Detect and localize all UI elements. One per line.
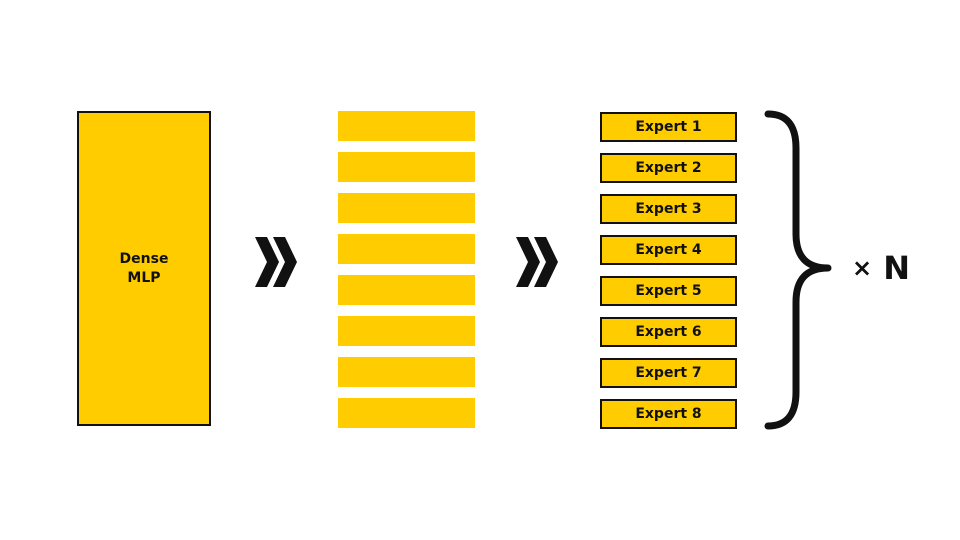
expert-label: Expert 8 [635,406,702,422]
dense-mlp-label: Dense MLP [120,250,169,288]
mlp-slice [338,111,475,141]
expert-box-6: Expert 6 [600,317,737,347]
expert-label: Expert 5 [635,283,702,299]
mlp-slice [338,152,475,182]
expert-box-7: Expert 7 [600,358,737,388]
chevron-double-right-icon [516,237,558,287]
expert-label: Expert 7 [635,365,702,381]
expert-box-8: Expert 8 [600,399,737,429]
dense-mlp-block: Dense MLP [77,111,211,426]
expert-label: Expert 2 [635,160,702,176]
dense-mlp-label-line1: Dense [119,250,169,267]
dense-mlp-label-line2: MLP [127,269,161,286]
multiplier-label: × N [852,246,910,290]
expert-box-4: Expert 4 [600,235,737,265]
mlp-slice [338,193,475,223]
expert-box-3: Expert 3 [600,194,737,224]
mlp-slice [338,398,475,428]
mlp-slice [338,275,475,305]
expert-box-1: Expert 1 [600,112,737,142]
expert-label: Expert 1 [635,119,702,135]
curly-brace-right-icon [764,110,832,430]
expert-label: Expert 4 [635,242,702,258]
mlp-slice [338,316,475,346]
times-symbol: × [852,254,873,282]
expert-label: Expert 3 [635,201,702,217]
expert-box-5: Expert 5 [600,276,737,306]
expert-box-2: Expert 2 [600,153,737,183]
multiplier-n: N [883,249,911,287]
mlp-slice [338,234,475,264]
expert-label: Expert 6 [635,324,702,340]
mlp-slice [338,357,475,387]
chevron-double-right-icon [255,237,297,287]
